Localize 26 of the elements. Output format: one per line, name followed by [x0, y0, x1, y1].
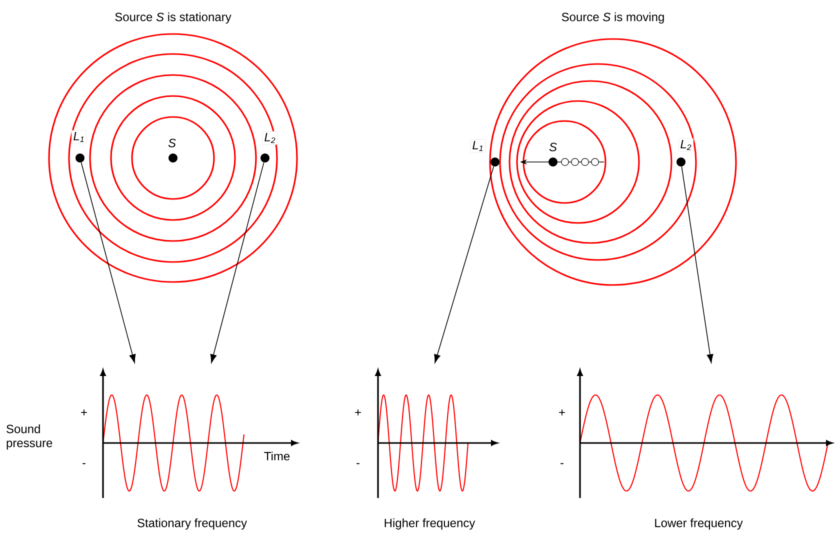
- title: Source S is stationary: [115, 12, 232, 24]
- graph-caption: Higher frequency: [384, 518, 476, 530]
- waveform-graph: [100, 370, 298, 498]
- listener-label: L$_{2}$: [262, 131, 278, 145]
- graph-caption: Stationary frequency: [138, 518, 247, 530]
- arrow: [210, 162, 264, 363]
- listener-label: L$_{1}$: [470, 139, 486, 153]
- arrow: [434, 166, 494, 363]
- plus-sign: +: [355, 410, 361, 416]
- title: Source S is moving: [562, 12, 664, 24]
- arrow: [80, 162, 136, 363]
- graph-caption: Lower frequency: [655, 518, 743, 530]
- minus-sign: -: [560, 463, 564, 464]
- source-label: S: [549, 142, 557, 152]
- source-label: S: [168, 138, 176, 148]
- axis-label: Sound pressure: [6, 424, 52, 450]
- axis-label: Time: [264, 452, 290, 460]
- waveform-graph: [375, 370, 498, 498]
- plus-sign: +: [81, 410, 87, 416]
- waveform-graph: [577, 370, 832, 498]
- plus-sign: +: [559, 410, 565, 416]
- arrow: [681, 166, 714, 363]
- listener-label: L$_{2}$: [678, 138, 694, 152]
- minus-sign: -: [82, 463, 86, 464]
- listener-label: L$_{1}$: [72, 130, 87, 144]
- minus-sign: -: [356, 463, 360, 464]
